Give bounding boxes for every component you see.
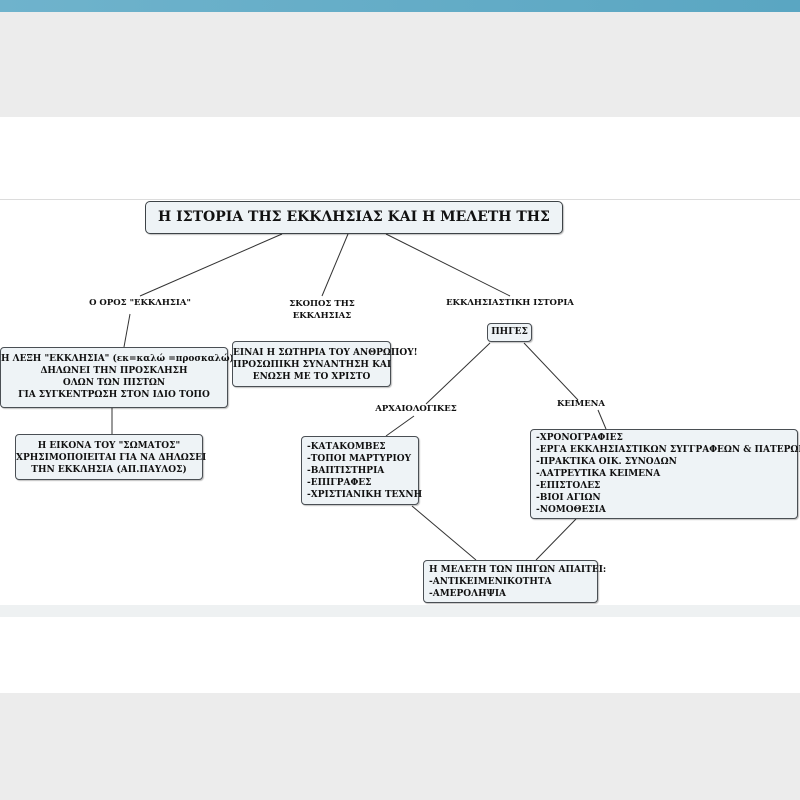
term-box-line: ΔΗΛΩΝΕΙ ΤΗΝ ΠΡΟΣΚΛΗΣΗ <box>40 366 188 376</box>
panel-bottom-strip <box>0 605 800 617</box>
body-image-box: Η ΕΙΚΟΝΑ ΤΟΥ "ΣΩΜΑΤΟΣ" ΧΡΗΣΙΜΟΠΟΙΕΙΤΑΙ Γ… <box>15 434 207 480</box>
purpose-box-line: ΕΙΝΑΙ Η ΣΩΤΗΡΙΑ ΤΟΥ ΑΝΘΡΩΠΟΥ! <box>233 348 418 358</box>
link-title-purpose <box>321 233 349 297</box>
texts-item: -ΕΡΓΑ ΕΚΚΛΗΣΙΑΣΤΙΚΩΝ ΣΥΓΓΡΑΦΕΩΝ & ΠΑΤΕΡΩ… <box>536 445 800 455</box>
term-box-line: Η ΛΕΞΗ "ΕΚΚΛΗΣΙΑ" (εκ=καλώ =προσκαλώ) <box>1 354 234 364</box>
archaeological-item: -ΚΑΤΑΚΟΜΒΕΣ <box>307 442 386 452</box>
link-sources-texts <box>523 342 579 401</box>
study-requirements-box: Η ΜΕΛΕΤΗ ΤΩΝ ΠΗΓΩΝ ΑΠΑΙΤΕΙ: -ΑΝΤΙΚΕΙΜΕΝΙ… <box>423 560 607 603</box>
archaeological-list-box: -ΚΑΤΑΚΟΜΒΕΣ -ΤΟΠΟΙ ΜΑΡΤΥΡΙΟΥ -ΒΑΠΤΙΣΤΗΡΙ… <box>301 436 423 505</box>
link-texts-label-box <box>597 409 607 430</box>
body-box-line: Η ΕΙΚΟΝΑ ΤΟΥ "ΣΩΜΑΤΟΣ" <box>37 441 181 451</box>
study-box-line: -ΑΝΤΙΚΕΙΜΕΝΙΚΟΤΗΤΑ <box>429 577 552 587</box>
term-box-line: ΟΛΩΝ ΤΩΝ ΠΙΣΤΩΝ <box>62 378 166 388</box>
texts-item: -ΠΡΑΚΤΙΚΑ ΟΙΚ. ΣΥΝΟΔΩΝ <box>536 457 677 467</box>
archaeological-label-text: ΑΡΧΑΙΟΛΟΓΙΚΕΣ <box>375 404 457 414</box>
purpose-branch-label: ΣΚΟΠΟΣ ΤΗΣ ΕΚΚΛΗΣΙΑΣ <box>282 298 362 322</box>
link-sources-arch <box>425 342 491 405</box>
texts-item: -ΕΠΙΣΤΟΛΕΣ <box>536 481 601 491</box>
purpose-box-line: ΠΡΟΣΩΠΙΚΗ ΣΥΝΑΝΤΗΣΗ ΚΑΙ <box>233 360 392 370</box>
purpose-label-line: ΕΚΚΛΗΣΙΑΣ <box>292 311 352 321</box>
archaeological-item: -ΕΠΙΓΡΑΦΕΣ <box>307 478 372 488</box>
history-branch-label: ΕΚΚΛΗΣΙΑΣΤΙΚΗ ΙΣΤΟΡΙΑ <box>440 297 580 309</box>
link-texts-study <box>535 518 577 561</box>
map-title-text: Η ΙΣΤΟΡΙΑ ΤΗΣ ΕΚΚΛΗΣΙΑΣ ΚΑΙ Η ΜΕΛΕΤΗ ΤΗΣ <box>158 209 550 225</box>
texts-item: -ΒΙΟΙ ΑΓΙΩΝ <box>536 493 601 503</box>
link-title-history <box>385 233 511 297</box>
link-title-term <box>139 233 283 297</box>
archaeological-item: -ΤΟΠΟΙ ΜΑΡΤΥΡΙΟΥ <box>307 454 412 464</box>
study-box-line: -ΑΜΕΡΟΛΗΨΙΑ <box>429 589 507 599</box>
purpose-label-line: ΣΚΟΠΟΣ ΤΗΣ <box>289 299 355 309</box>
link-arch-study <box>411 505 477 561</box>
texts-label-text: ΚΕΙΜΕΝΑ <box>556 399 606 409</box>
top-accent-bar <box>0 0 800 12</box>
study-box-line: Η ΜΕΛΕΤΗ ΤΩΝ ΠΗΓΩΝ ΑΠΑΙΤΕΙ: <box>429 565 607 575</box>
purpose-box: ΕΙΝΑΙ Η ΣΩΤΗΡΙΑ ΤΟΥ ΑΝΘΡΩΠΟΥ! ΠΡΟΣΩΠΙΚΗ … <box>232 341 418 387</box>
sources-node: ΠΗΓΕΣ <box>487 323 532 342</box>
link-arch-label-box <box>385 415 415 437</box>
background-bottom <box>0 693 800 800</box>
archaeological-item: -ΒΑΠΤΙΣΤΗΡΙΑ <box>307 466 385 476</box>
link-term-termbox <box>123 313 131 348</box>
purpose-box-line: ΕΝΩΣΗ ΜΕ ΤΟ ΧΡΙΣΤΟ <box>252 372 371 382</box>
texts-label: ΚΕΙΜΕΝΑ <box>548 398 614 410</box>
texts-item: -ΧΡΟΝΟΓΡΑΦΙΕΣ <box>536 433 623 443</box>
term-branch-label: Ο ΟΡΟΣ "ΕΚΚΛΗΣΙΑ" <box>75 297 205 309</box>
term-definition-box: Η ΛΕΞΗ "ΕΚΚΛΗΣΙΑ" (εκ=καλώ =προσκαλώ) ΔΗ… <box>0 347 234 408</box>
term-box-line: ΓΙΑ ΣΥΓΚΕΝΤΡΩΣΗ ΣΤΟΝ ΙΔΙΟ ΤΟΠΟ <box>18 390 210 400</box>
sources-node-text: ΠΗΓΕΣ <box>491 327 528 337</box>
archaeological-label: ΑΡΧΑΙΟΛΟΓΙΚΕΣ <box>368 403 464 415</box>
body-box-line: ΧΡΗΣΙΜΟΠΟΙΕΙΤΑΙ ΓΙΑ ΝΑ ΔΗΛΩΣΕΙ <box>16 453 207 463</box>
term-branch-label-text: Ο ΟΡΟΣ "ΕΚΚΛΗΣΙΑ" <box>89 298 191 308</box>
texts-item: -ΛΑΤΡΕΥΤΙΚΑ ΚΕΙΜΕΝΑ <box>536 469 661 479</box>
texts-item: -ΝΟΜΟΘΕΣΙΑ <box>536 505 606 515</box>
map-title: Η ΙΣΤΟΡΙΑ ΤΗΣ ΕΚΚΛΗΣΙΑΣ ΚΑΙ Η ΜΕΛΕΤΗ ΤΗΣ <box>145 201 563 234</box>
texts-list-box: -ΧΡΟΝΟΓΡΑΦΙΕΣ -ΕΡΓΑ ΕΚΚΛΗΣΙΑΣΤΙΚΩΝ ΣΥΓΓΡ… <box>530 429 800 519</box>
history-branch-label-text: ΕΚΚΛΗΣΙΑΣΤΙΚΗ ΙΣΤΟΡΙΑ <box>446 298 574 308</box>
body-box-line: ΤΗΝ ΕΚΚΛΗΣΙΑ (ΑΠ.ΠΑΥΛΟΣ) <box>31 465 187 475</box>
background-top <box>0 12 800 117</box>
archaeological-item: -ΧΡΙΣΤΙΑΝΙΚΗ ΤΕΧΝΗ <box>307 490 423 500</box>
